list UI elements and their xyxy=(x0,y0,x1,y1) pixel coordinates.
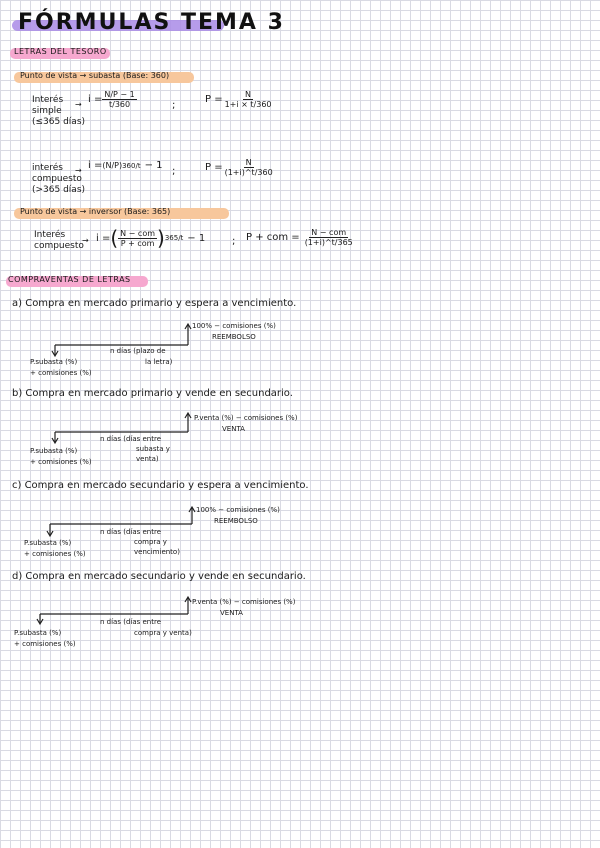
subheader-subasta: Punto de vista → subasta (Base: 360) xyxy=(20,71,170,80)
section-letras: LETRAS DEL TESORO xyxy=(14,47,107,56)
formula-compuesto-p: P = N(1+i)^t/360 xyxy=(205,158,273,177)
case-right-label: 100% − comisiones (%) REEMBOLSO xyxy=(192,322,276,341)
subheader-highlight xyxy=(14,208,229,219)
simple-label: Interés simple (≤365 días) xyxy=(32,95,85,128)
case-right-label: 100% − comisiones (%) REEMBOLSO xyxy=(196,506,280,525)
case-right-label: P.venta (%) − comisiones (%) VENTA xyxy=(192,598,296,617)
case-left-label: P.subasta (%) + comisiones (%) xyxy=(30,358,92,377)
section-highlight xyxy=(10,48,110,59)
formula-inversor-p: P + com = N − com(1+i)^t/365 xyxy=(246,228,353,247)
arrow-icon: → xyxy=(75,100,82,109)
inversor-label: Interés compuesto xyxy=(34,230,84,252)
formula-compuesto-i: i = (N/P)360/t − 1 xyxy=(88,160,163,171)
label-line: (≤365 días) xyxy=(32,117,86,127)
case-days-label: n días (días entre compra y venta) xyxy=(100,618,192,637)
label-line: simple xyxy=(32,106,62,116)
label-line: interés xyxy=(32,163,63,173)
title-highlight xyxy=(12,20,224,31)
arrow-icon: → xyxy=(82,236,89,245)
case-heading: b) Compra en mercado primario y vende en… xyxy=(12,388,293,399)
case-right-label: P.venta (%) − comisiones (%) VENTA xyxy=(194,414,298,433)
section-highlight xyxy=(6,276,148,287)
case-days-label: n días (días entre compra y vencimiento) xyxy=(100,528,180,556)
case-heading: a) Compra en mercado primario y espera a… xyxy=(12,298,297,309)
case-left-label: P.subasta (%) + comisiones (%) xyxy=(24,539,86,558)
separator: ; xyxy=(172,100,176,111)
label-line: Interés xyxy=(34,230,66,240)
case-heading: d) Compra en mercado secundario y vende … xyxy=(12,571,306,582)
arrow-icon: → xyxy=(75,166,82,175)
label-line: (>365 días) xyxy=(32,185,86,195)
case-days-label: n días (días entre subasta y venta) xyxy=(100,435,170,463)
label-line: compuesto xyxy=(34,241,84,251)
subheader-inversor: Punto de vista → inversor (Base: 365) xyxy=(20,207,171,216)
section-compraventas: COMPRAVENTAS DE LETRAS xyxy=(8,275,131,284)
compuesto-label: interés compuesto (>365 días) xyxy=(32,163,85,196)
label-line: Interés xyxy=(32,95,64,105)
label-line: compuesto xyxy=(32,174,82,184)
case-left-label: P.subasta (%) + comisiones (%) xyxy=(14,629,76,648)
case-days-label: n días (plazo de la letra) xyxy=(110,347,173,366)
case-left-label: P.subasta (%) + comisiones (%) xyxy=(30,447,92,466)
case-heading: c) Compra en mercado secundario y espera… xyxy=(12,480,309,491)
separator: ; xyxy=(172,166,176,177)
subheader-highlight xyxy=(14,72,194,83)
page-title: FÓRMULAS TEMA 3 xyxy=(18,10,285,35)
separator: ; xyxy=(232,236,236,247)
